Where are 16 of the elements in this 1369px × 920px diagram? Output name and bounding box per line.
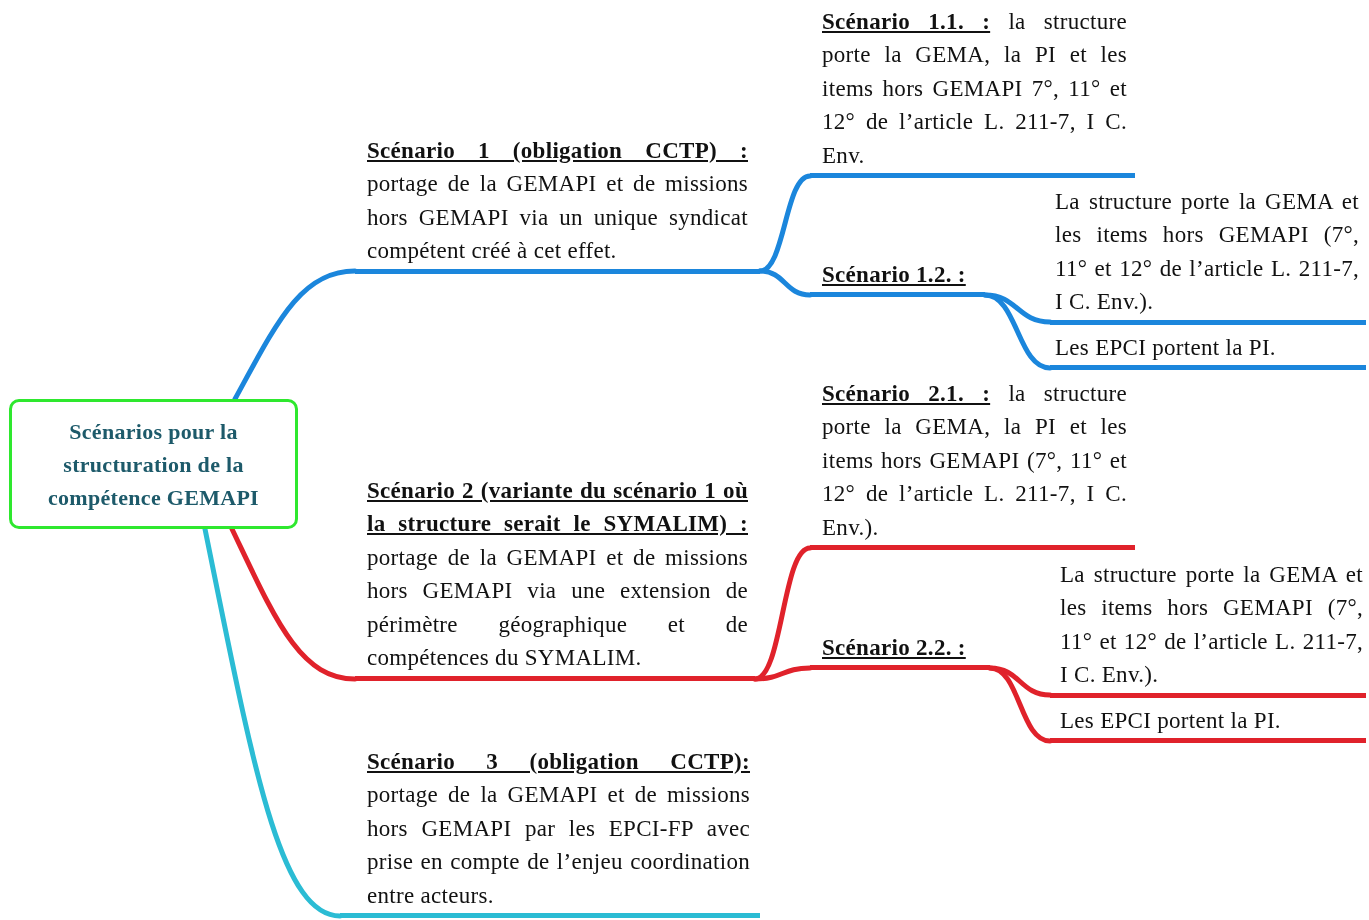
topic-text: Scénario 1 (obligation CCTP) : portage de la GEMAPI et de missions hors GEMAPI via un unique syndicat compétent créé à cet effet. <box>355 133 760 274</box>
topic-text: Les EPCI portent la PI. <box>1050 330 1366 371</box>
central-topic-box: Scénarios pour la structuration de la compétence GEMAPI <box>9 399 298 529</box>
branch-line <box>757 268 813 298</box>
branch-line <box>987 665 1053 744</box>
topic-text: Scénario 1.2. : <box>810 257 985 298</box>
branch-line <box>752 665 813 682</box>
branch-line <box>982 292 1053 371</box>
topic-text: La structure porte la GEMA et les items hors GEMAPI (7°, 11° et 12° de l’article L. 211-7, I C. Env.). <box>1050 184 1366 325</box>
topic-text: Les EPCI portent la PI. <box>1050 703 1366 744</box>
topic-text: Scénario 2.1. : la structure porte la GEMA, la PI et les items hors GEMAPI (7°, 11° et 12° de l’article L. 211-7, I C. Env.). <box>810 376 1135 551</box>
topic-text: Scénario 3 (obligation CCTP): portage de la GEMAPI et de missions hors GEMAPI par les EPCI-FP avec prise en compte de l’enjeu coordination entre acteurs. <box>340 744 760 919</box>
topic-text: Scénario 1.1. : la structure porte la GEMA, la PI et les items hors GEMAPI 7°, 11° et 12° de l’article L. 211-7, I C. Env. <box>810 4 1135 179</box>
topic-text: Scénario 2 (variante du scénario 1 où la structure serait le SYMALIM) : portage de la GEMAPI et de missions hors GEMAPI via une extension de périmètre géographique et de compétences du SYMALIM. <box>355 473 755 682</box>
topic-text: La structure porte la GEMA et les items hors GEMAPI (7°, 11° et 12° de l’article L. 211-7, I C. Env.). <box>1050 557 1366 698</box>
topic-text: Scénario 2.2. : <box>810 630 990 671</box>
